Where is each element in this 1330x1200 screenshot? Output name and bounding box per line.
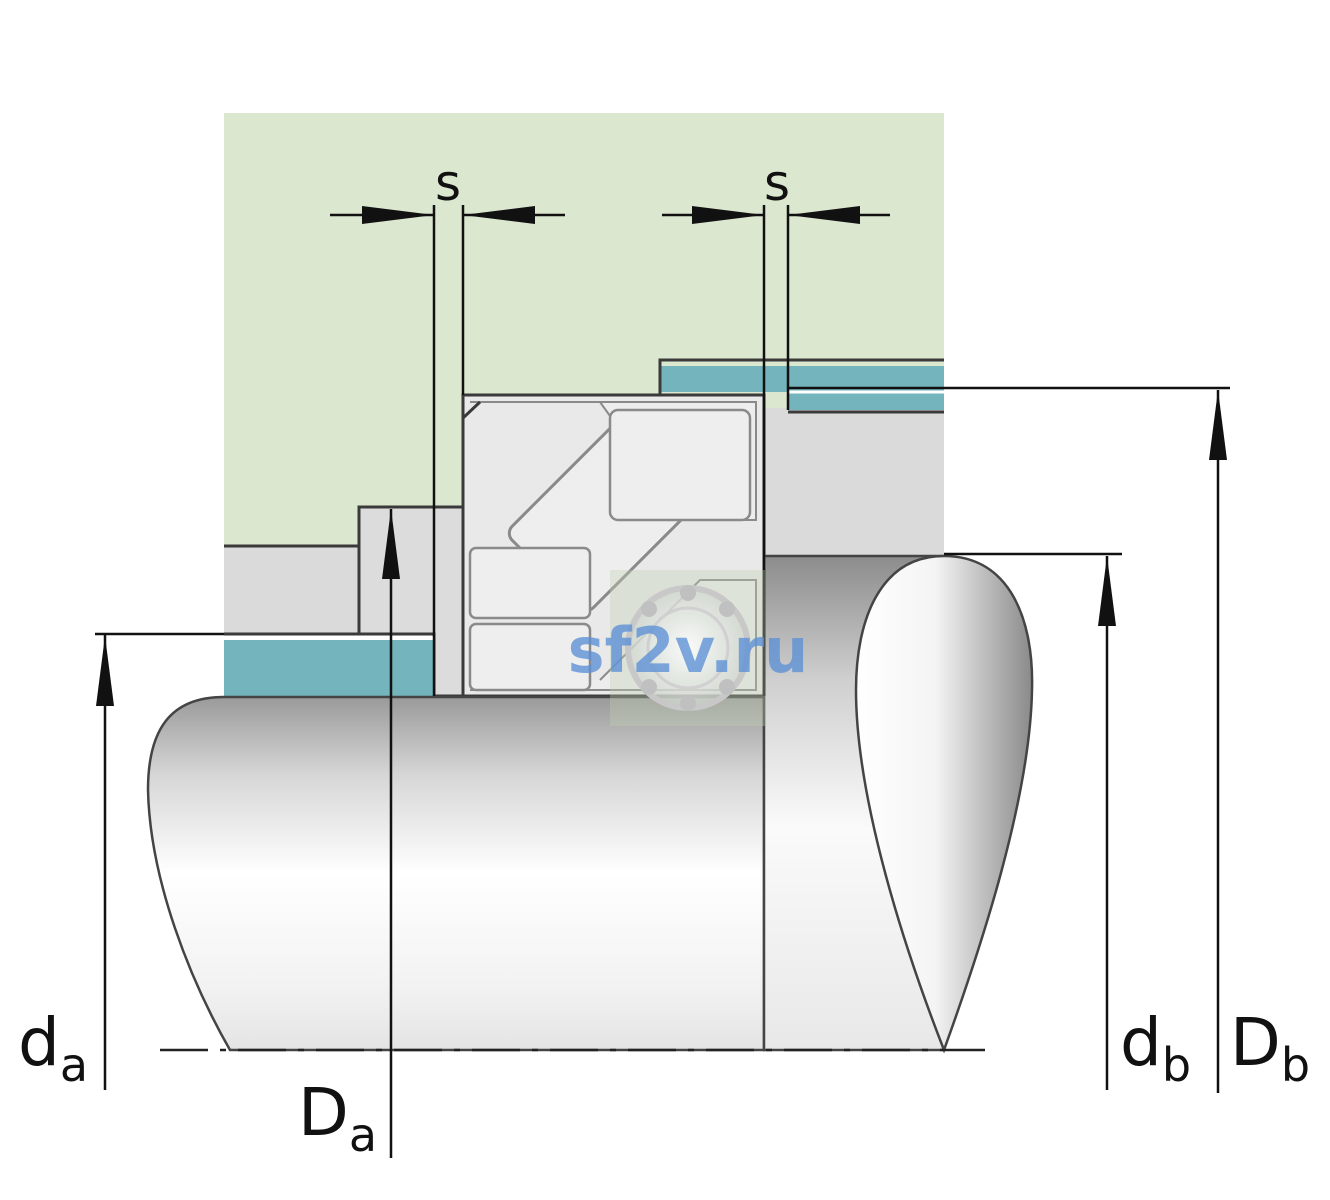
watermark-text: sf2v.ru: [568, 614, 809, 687]
dimension-Da: [382, 509, 400, 1158]
label-Db: Db: [1230, 1004, 1310, 1092]
left-seal: [224, 640, 434, 696]
label-Da: Da: [298, 1074, 377, 1162]
label-s-left: s: [435, 154, 461, 212]
label-db: db: [1120, 1004, 1191, 1092]
watermark: sf2v.ru: [568, 570, 809, 726]
dimension-db: [944, 552, 1122, 1090]
label-s-right: s: [764, 154, 790, 212]
dimension-s-right: [662, 205, 890, 696]
dimension-Db: [788, 386, 1230, 1093]
right-spacer: [764, 408, 944, 556]
dimension-da: [95, 632, 224, 1090]
dimension-s-left: [330, 205, 565, 696]
label-da: da: [18, 1004, 88, 1092]
shaft: [146, 695, 766, 1052]
